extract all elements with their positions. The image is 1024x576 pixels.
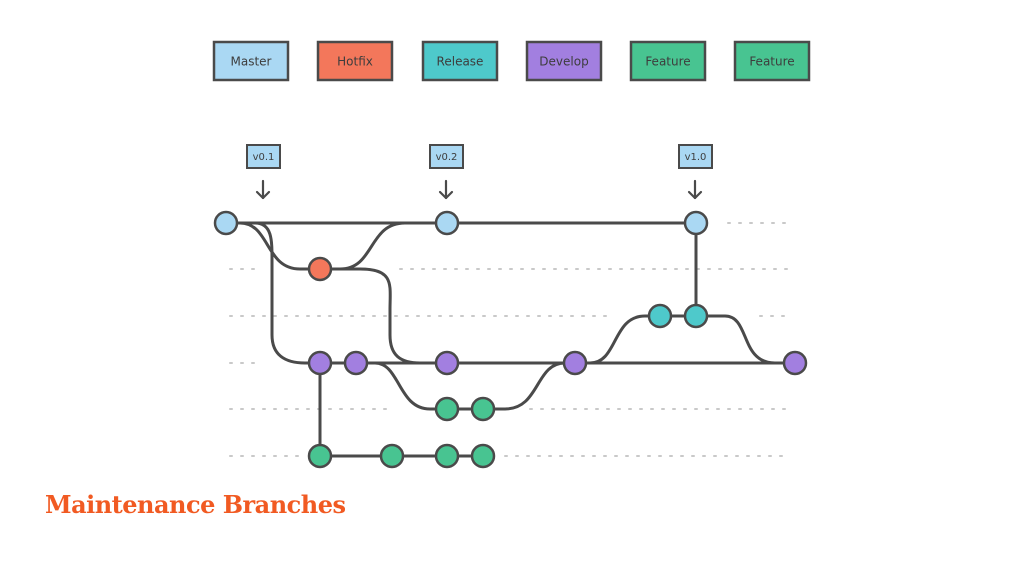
legend: Master Hotfix Release Develop Feature Fe… (212, 40, 811, 82)
release-branch-out (588, 314, 698, 365)
legend-swatch-release (421, 40, 499, 82)
legend-item-feature-2: Feature (733, 40, 811, 82)
tag-box-v10 (678, 144, 713, 169)
feature-1-commit-1 (434, 396, 460, 422)
develop-branch-out (253, 221, 307, 365)
tag-label-v10: v1.0 (685, 152, 707, 163)
develop-commit-2 (343, 350, 369, 376)
legend-swatch-feature-1 (629, 40, 707, 82)
hotfix-merge-master (318, 221, 407, 271)
arrow-down-icon (687, 179, 703, 200)
legend-item-release: Release (421, 40, 499, 82)
feature-2-commit-3 (434, 443, 460, 469)
feature-2-commit-2 (379, 443, 405, 469)
legend-label-feature-2: Feature (749, 55, 794, 69)
tag-v10: v1.0 (678, 144, 713, 200)
legend-item-feature-1: Feature (629, 40, 707, 82)
legend-swatch-hotfix (316, 40, 394, 82)
legend-label-release: Release (437, 55, 484, 69)
legend-label-master: Master (231, 55, 272, 69)
develop-commit-4 (562, 350, 588, 376)
develop-commit-3 (434, 350, 460, 376)
hotfix-commit (307, 256, 333, 282)
release-commit-1 (647, 303, 673, 329)
lane-guides (229, 222, 791, 457)
tag-box-v01 (246, 144, 281, 169)
feature-2-commit-4 (470, 443, 496, 469)
tag-label-v02: v0.2 (436, 152, 458, 163)
tag-v02: v0.2 (429, 144, 464, 200)
commits (213, 210, 808, 469)
legend-item-master: Master (212, 40, 290, 82)
legend-label-feature-1: Feature (645, 55, 690, 69)
legend-swatch-develop (525, 40, 603, 82)
feature-2-commit-1 (307, 443, 333, 469)
branch-lines (224, 221, 797, 458)
release-commit-2 (683, 303, 709, 329)
legend-label-hotfix: Hotfix (337, 55, 373, 69)
tag-v01: v0.1 (246, 144, 281, 200)
feature-1-branch-out (373, 361, 485, 411)
legend-swatch-feature-2 (733, 40, 811, 82)
feature-1-commit-2 (470, 396, 496, 422)
legend-label-develop: Develop (539, 55, 588, 69)
master-commit-v01 (213, 210, 239, 236)
legend-swatch-master (212, 40, 290, 82)
develop-commit-5 (782, 350, 808, 376)
arrow-down-icon (438, 179, 454, 200)
tag-box-v02 (429, 144, 464, 169)
master-commit-v10 (683, 210, 709, 236)
hotfix-merge-develop (338, 267, 422, 365)
hotfix-branch-out (238, 221, 322, 271)
arrow-down-icon (255, 179, 271, 200)
slide-title: Maintenance Branches (45, 490, 346, 519)
master-commit-v02 (434, 210, 460, 236)
develop-commit-1 (307, 350, 333, 376)
release-merge-develop (694, 314, 777, 365)
tag-label-v01: v0.1 (253, 152, 275, 163)
legend-item-develop: Develop (525, 40, 603, 82)
feature-1-merge (481, 361, 567, 411)
legend-item-hotfix: Hotfix (316, 40, 394, 82)
version-tags: v0.1 v0.2 v1.0 (246, 144, 713, 200)
